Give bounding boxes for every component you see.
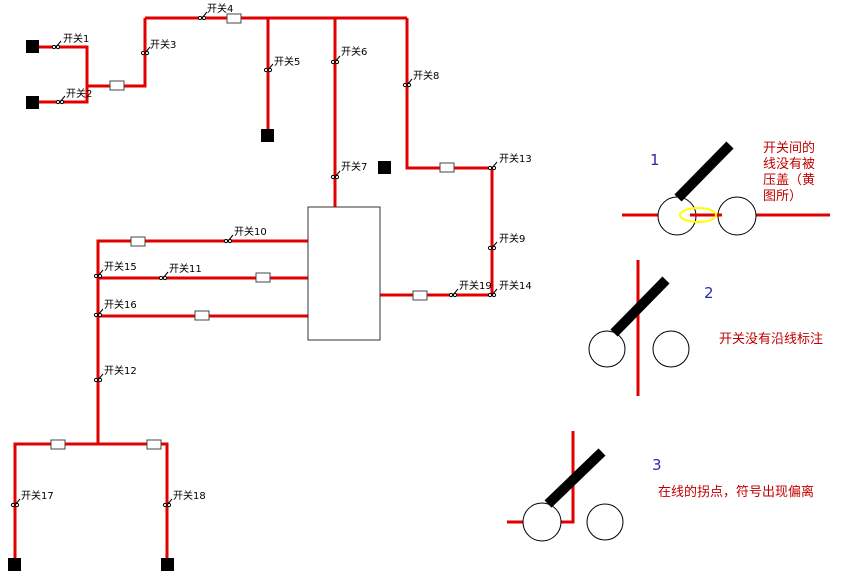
issue-1-note-line-2: 线没有被 [763,157,815,172]
issue-2-switch-blade [610,276,670,337]
switch-glyph-10 [223,234,234,244]
link-symbol [412,290,428,301]
issue-1-illustration: 1 开关间的 线没有被 压盖（黄 图所） [622,140,830,236]
terminal-17 [8,558,21,571]
switch-label-12: 开关12 [104,364,137,377]
wire-s10 [96,239,308,444]
issue-2-illustration: 2 开关没有沿线标注 [588,260,823,396]
switch-label-13: 开关13 [499,152,532,165]
switch-glyph-18 [162,498,173,508]
switch-label-16: 开关16 [104,298,137,311]
switch-label-17: 开关17 [21,489,54,502]
issue-3-left-circle [522,502,562,542]
switch-labels: 开关1 开关2 开关3 开关4 开关5 开关6 开关7 开关8 开关13 开关9… [21,2,532,502]
switch-glyph-17 [10,498,21,508]
issue-1-right-circle [717,196,757,236]
switch-label-11: 开关11 [169,262,202,275]
issue-3-note: 在线的拐点，符号出现偏离 [658,484,814,500]
switch-label-6: 开关6 [341,45,367,58]
switch-glyph-15 [93,269,104,279]
switch-glyph-8 [402,78,413,88]
link-symbol [146,439,162,450]
terminal-1 [26,40,39,53]
switch-glyph-14 [487,288,498,298]
switch-glyph-12 [93,373,104,383]
issue-2-note: 开关没有沿线标注 [719,332,823,347]
switch-label-18: 开关18 [173,489,206,502]
wire-s9 [380,168,494,297]
switch-label-14: 开关14 [499,279,532,292]
terminal-2 [26,96,39,109]
switch-glyph-3 [140,46,151,56]
terminal-5 [261,129,274,142]
link-symbol [255,272,271,283]
terminal-18 [161,558,174,571]
switch-label-8: 开关8 [413,69,439,82]
switch-glyph-19 [448,288,459,298]
issue-2-right-circle [652,330,690,368]
switch-label-15: 开关15 [104,260,137,273]
link-symbol [194,310,210,321]
link-symbol [226,13,242,24]
switch-glyph-2 [55,95,66,105]
switch-glyph-1 [51,40,62,50]
issue-1-note-line-4: 图所） [763,189,802,204]
switch-label-4: 开关4 [207,2,233,15]
switch-glyph-9 [487,241,498,251]
issue-3-switch-blade [544,448,606,508]
switch-label-10: 开关10 [234,225,267,238]
link-symbol [130,236,146,247]
terminals [8,40,391,571]
switch-glyph-13 [487,161,498,171]
switch-glyph-4 [197,11,208,21]
issue-1-yellow-highlight [679,207,717,223]
link-symbol [50,439,66,450]
issue-2-number: 2 [704,284,714,302]
switch-label-2: 开关2 [66,87,92,100]
issue-2-left-circle [588,330,626,368]
central-device-box [307,206,381,341]
wire-bottom [13,442,169,565]
switch-glyph-7 [330,170,341,180]
link-symbol [109,80,125,91]
switch-label-9: 开关9 [499,232,525,245]
switch-label-3: 开关3 [150,38,176,51]
switch-label-5: 开关5 [274,55,300,68]
switch-label-7: 开关7 [341,160,367,173]
switch-glyphs [10,11,498,508]
switch-label-19: 开关19 [459,279,492,292]
wire-s3-link [87,18,147,88]
terminal-8 [378,161,391,174]
issue-3-illustration: 3 在线的拐点，符号出现偏离 [507,431,814,542]
link-symbols [50,13,455,450]
issue-1-switch-blade [674,141,734,202]
issue-3-right-circle [586,503,624,541]
switch-glyph-6 [330,55,341,65]
issue-1-number: 1 [650,151,660,169]
switch-glyph-16 [93,308,104,318]
switch-glyph-5 [263,63,274,73]
issue-1-note-line-1: 开关间的 [763,140,815,156]
switch-label-1: 开关1 [63,32,89,45]
link-symbol [439,162,455,173]
wire-s8-s13 [405,18,492,170]
issue-3-number: 3 [652,456,662,474]
issue-1-note-line-3: 压盖（黄 [763,173,815,188]
switch-glyph-11 [158,271,169,281]
